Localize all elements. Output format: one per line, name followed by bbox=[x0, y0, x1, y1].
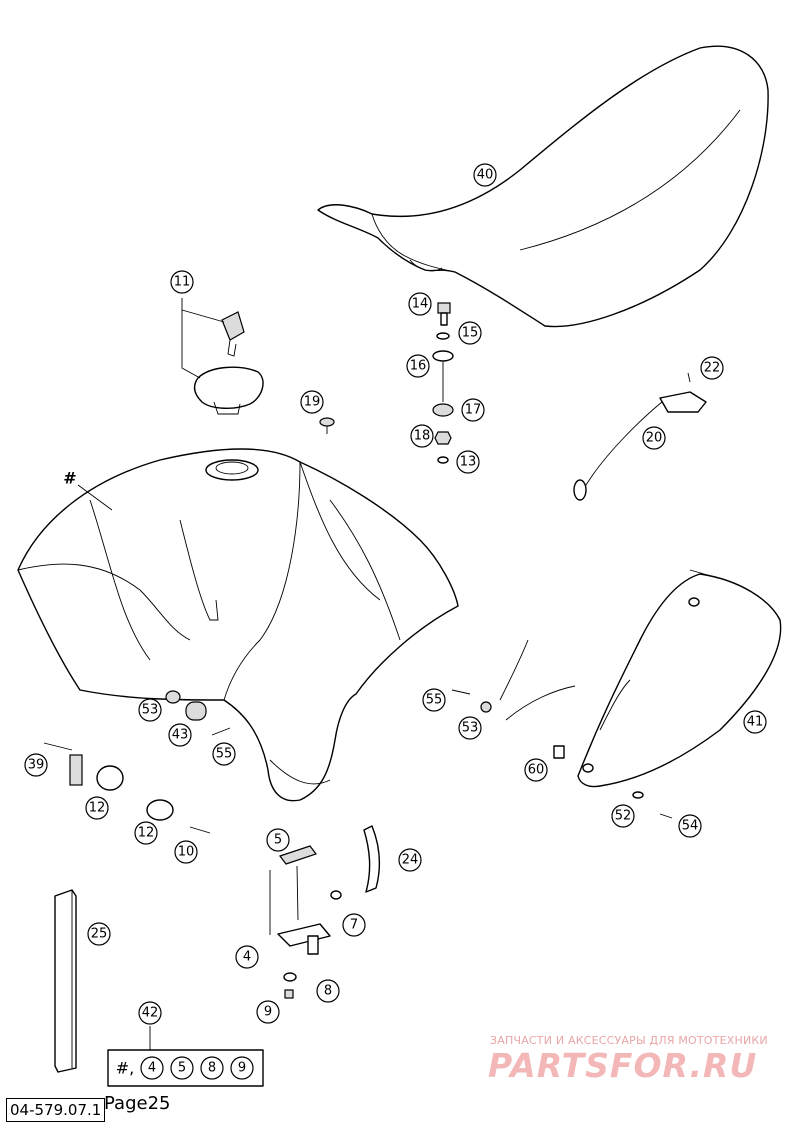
frame-rail-sketch bbox=[451, 639, 576, 759]
svg-text:43: 43 bbox=[172, 728, 189, 743]
kit-item-5: 5 bbox=[170, 1056, 194, 1080]
protective-strip-part-25 bbox=[54, 889, 77, 1073]
tank-mount-hardware bbox=[432, 302, 454, 464]
callout-11: 11 bbox=[170, 270, 194, 294]
callout-10: 10 bbox=[174, 840, 198, 864]
watermark-tagline: ЗАПЧАСТИ И АКСЕССУАРЫ ДЛЯ МОТОТЕХНИКИ bbox=[490, 1034, 768, 1047]
callout-39: 39 bbox=[24, 753, 48, 777]
svg-text:42: 42 bbox=[142, 1006, 159, 1021]
kit-item-4: 4 bbox=[140, 1056, 164, 1080]
svg-text:5: 5 bbox=[178, 1061, 186, 1076]
callout-53-right: 53 bbox=[458, 716, 482, 740]
svg-text:17: 17 bbox=[465, 403, 482, 418]
svg-text:53: 53 bbox=[462, 721, 479, 736]
svg-text:13: 13 bbox=[460, 455, 477, 470]
callout-19: 19 bbox=[300, 390, 324, 414]
svg-text:15: 15 bbox=[462, 326, 479, 341]
svg-text:4: 4 bbox=[243, 950, 251, 965]
callout-25: 25 bbox=[87, 922, 111, 946]
svg-text:10: 10 bbox=[178, 845, 195, 860]
callout-55: 55 bbox=[212, 742, 236, 766]
callout-24: 24 bbox=[398, 848, 422, 872]
svg-text:7: 7 bbox=[350, 918, 358, 933]
page-label: Page25 bbox=[104, 1093, 171, 1114]
callout-12-lower: 12 bbox=[134, 821, 158, 845]
callout-60: 60 bbox=[524, 758, 548, 782]
svg-text:16: 16 bbox=[410, 359, 427, 374]
svg-text:52: 52 bbox=[615, 809, 632, 824]
callout-52: 52 bbox=[611, 804, 635, 828]
callout-42: 42 bbox=[138, 1001, 162, 1025]
seat-lock-cable-part-20 bbox=[573, 372, 707, 501]
callout-43: 43 bbox=[168, 723, 192, 747]
panel-fasteners bbox=[632, 791, 673, 819]
svg-text:55: 55 bbox=[426, 693, 443, 708]
screw-part-19 bbox=[319, 417, 335, 434]
callout-55-right: 55 bbox=[422, 688, 446, 712]
svg-text:19: 19 bbox=[304, 395, 321, 410]
callout-22: 22 bbox=[700, 356, 724, 380]
svg-text:53: 53 bbox=[142, 703, 159, 718]
svg-text:40: 40 bbox=[477, 168, 494, 183]
svg-text:55: 55 bbox=[216, 747, 233, 762]
callout-7: 7 bbox=[342, 913, 366, 937]
callout-13: 13 bbox=[456, 450, 480, 474]
callout-9: 9 bbox=[256, 1000, 280, 1024]
fuel-tank-part bbox=[17, 448, 459, 802]
callout-17: 17 bbox=[461, 398, 485, 422]
callout-15: 15 bbox=[458, 321, 482, 345]
svg-text:9: 9 bbox=[264, 1005, 272, 1020]
tank-mount-left-hardware bbox=[43, 742, 211, 834]
svg-text:54: 54 bbox=[682, 819, 699, 834]
svg-text:12: 12 bbox=[138, 826, 155, 841]
callout-4: 4 bbox=[235, 945, 259, 969]
callout-41: 41 bbox=[743, 710, 767, 734]
fuel-cap-and-key-part-11 bbox=[181, 298, 264, 415]
svg-text:4: 4 bbox=[148, 1061, 156, 1076]
kit-item-9: 9 bbox=[230, 1056, 254, 1080]
callout-8: 8 bbox=[316, 979, 340, 1003]
svg-text:18: 18 bbox=[414, 429, 431, 444]
callout-40: 40 bbox=[473, 163, 497, 187]
tank-hash-label: # bbox=[63, 469, 76, 488]
svg-text:8: 8 bbox=[324, 984, 332, 999]
svg-text:9: 9 bbox=[238, 1061, 246, 1076]
svg-text:12: 12 bbox=[89, 801, 106, 816]
document-id: 04-579.07.1 bbox=[6, 1098, 106, 1122]
kit-prefix: #, bbox=[116, 1059, 135, 1078]
callout-12: 12 bbox=[85, 796, 109, 820]
seat-part-40 bbox=[317, 45, 769, 328]
svg-text:25: 25 bbox=[91, 927, 108, 942]
svg-text:41: 41 bbox=[747, 715, 764, 730]
tank-grommets-left bbox=[165, 690, 231, 736]
svg-text:39: 39 bbox=[28, 758, 45, 773]
kit-item-8: 8 bbox=[200, 1056, 224, 1080]
fuel-tap-assembly bbox=[269, 825, 381, 999]
callout-18: 18 bbox=[410, 424, 434, 448]
callout-53: 53 bbox=[138, 698, 162, 722]
svg-text:60: 60 bbox=[528, 763, 545, 778]
svg-text:24: 24 bbox=[402, 853, 419, 868]
side-panel-part-41 bbox=[577, 569, 782, 788]
callout-54: 54 bbox=[678, 814, 702, 838]
svg-text:14: 14 bbox=[412, 297, 429, 312]
svg-text:22: 22 bbox=[704, 361, 721, 376]
callout-16: 16 bbox=[406, 354, 430, 378]
callout-14: 14 bbox=[408, 292, 432, 316]
watermark-logo: PARTSFOR.RU bbox=[488, 1046, 758, 1085]
svg-text:20: 20 bbox=[646, 431, 663, 446]
svg-text:8: 8 bbox=[208, 1061, 216, 1076]
callout-20: 20 bbox=[642, 426, 666, 450]
svg-text:5: 5 bbox=[274, 833, 282, 848]
callout-5: 5 bbox=[266, 828, 290, 852]
svg-text:11: 11 bbox=[174, 275, 191, 290]
